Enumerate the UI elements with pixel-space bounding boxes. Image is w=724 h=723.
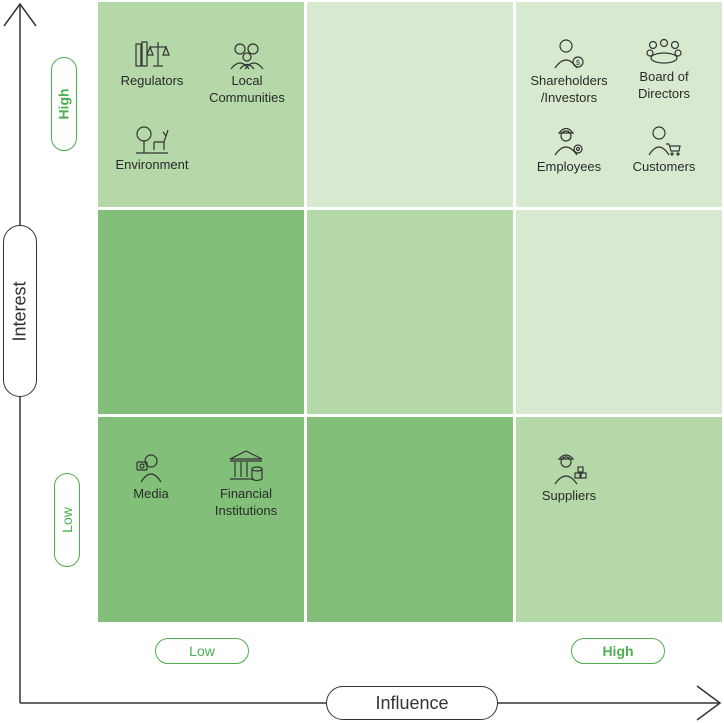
- cell-low-interest-mid-influence: [307, 417, 513, 622]
- label-employees: Employees: [536, 159, 602, 174]
- y-axis-label-text: Interest: [9, 280, 30, 342]
- cell-mid-interest-high-influence: [516, 210, 722, 414]
- cell-mid-interest-low-influence: [98, 210, 304, 414]
- label-regulators: Regulators: [120, 73, 184, 88]
- x-axis-label: Influence: [326, 686, 498, 720]
- svg-text:$: $: [576, 60, 580, 67]
- x-high-text: High: [602, 643, 634, 659]
- delivery-person-boxes-icon: [554, 454, 587, 485]
- label-financial-institutions: Financial Institutions: [214, 486, 278, 518]
- stakeholder-suppliers: Suppliers: [529, 451, 609, 504]
- x-high-pill: High: [571, 638, 665, 664]
- stakeholder-board-of-directors: Board of Directors: [624, 38, 704, 102]
- x-low-text: Low: [189, 643, 215, 659]
- shopper-cart-icon: [648, 126, 681, 156]
- stakeholder-local-communities: Local Communities: [203, 40, 291, 106]
- y-low-text: Low: [59, 507, 75, 533]
- label-media: Media: [133, 486, 169, 501]
- x-axis-label-text: Influence: [375, 692, 449, 713]
- y-axis-arrow: [3, 2, 37, 27]
- label-shareholders: Shareholders /Investors: [530, 73, 608, 105]
- boardroom-table-icon: [646, 38, 682, 64]
- cell-low-interest-low-influence: [98, 417, 304, 622]
- y-high-text: High: [56, 88, 73, 120]
- stakeholder-employees: Employees: [529, 124, 609, 175]
- stakeholder-media: Media: [116, 451, 186, 502]
- stakeholder-regulators: Regulators: [112, 38, 192, 89]
- label-suppliers: Suppliers: [541, 488, 597, 503]
- cell-low-interest-high-influence: [516, 417, 722, 622]
- people-group-icon: [230, 43, 264, 70]
- worker-helmet-gear-icon: [554, 127, 583, 156]
- label-board-of-directors: Board of Directors: [637, 69, 690, 101]
- stakeholder-shareholders: $ Shareholders /Investors: [524, 38, 614, 106]
- reporter-camera-icon: [136, 454, 162, 483]
- x-low-pill: Low: [155, 638, 249, 664]
- label-local-communities: Local Communities: [209, 73, 285, 105]
- y-axis-label: Interest: [3, 225, 37, 397]
- cell-high-interest-mid-influence: [307, 2, 513, 207]
- y-high-pill: High: [51, 57, 77, 151]
- label-environment: Environment: [115, 157, 189, 172]
- cell-high-interest-high-influence: [516, 2, 722, 207]
- x-axis-arrow: [696, 685, 722, 721]
- investor-moneybag-icon: $: [554, 39, 584, 69]
- cell-mid-interest-mid-influence: [307, 210, 513, 414]
- y-low-pill: Low: [54, 473, 80, 567]
- bank-building-icon: [229, 450, 263, 482]
- cell-high-interest-low-influence: [98, 2, 304, 207]
- stakeholder-financial-institutions: Financial Institutions: [203, 449, 289, 519]
- scales-books-icon: [135, 41, 170, 67]
- stakeholder-customers: Customers: [624, 124, 704, 175]
- tree-deer-icon: [136, 126, 169, 154]
- stakeholder-environment: Environment: [110, 124, 194, 173]
- label-customers: Customers: [632, 159, 696, 174]
